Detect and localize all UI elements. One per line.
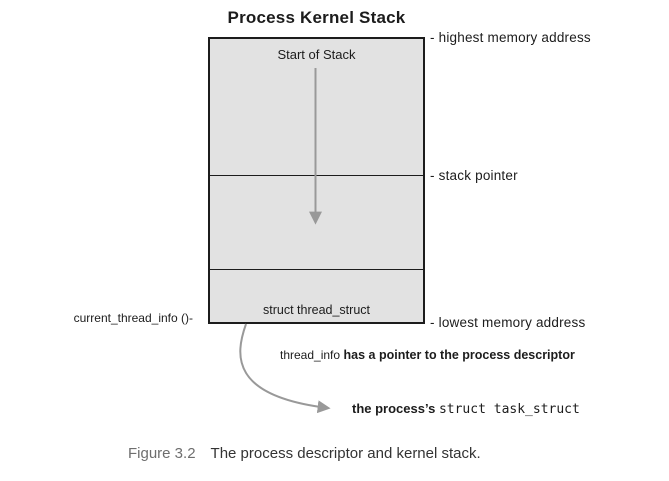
thread-struct-label: struct thread_struct — [263, 303, 370, 317]
figure-caption-text: The process descriptor and kernel stack. — [210, 445, 481, 462]
current-thread-info-label: current_thread_info ()- — [73, 311, 193, 325]
highest-memory-address-label: - highest memory address — [430, 30, 591, 45]
lowest-memory-address-label: - lowest memory address — [430, 315, 586, 330]
thread-info-note: thread_info has a pointer to the process… — [280, 348, 575, 362]
kernel-stack-box: Start of Stack struct thread_struct — [208, 37, 425, 324]
process-possessive-text: the process’s — [352, 401, 439, 416]
stack-pointer-label: - stack pointer — [430, 168, 518, 183]
thread-info-code-text: thread_info — [280, 348, 341, 362]
thread-info-note-text: has a pointer to the process descriptor — [340, 348, 575, 362]
stack-pointer-divider — [210, 175, 423, 176]
figure-caption: Figure 3.2 The process descriptor and ker… — [128, 445, 481, 462]
task-struct-pointer-label: the process’s struct task_struct — [352, 401, 580, 417]
thread-struct-divider — [210, 269, 423, 270]
task-struct-code-text: struct task_struct — [438, 402, 580, 417]
thread-info-pointer-arrow-icon — [239, 323, 331, 414]
diagram-title: Process Kernel Stack — [227, 8, 406, 27]
figure-number: Figure 3.2 — [128, 445, 196, 462]
start-of-stack-label: Start of Stack — [277, 47, 356, 62]
